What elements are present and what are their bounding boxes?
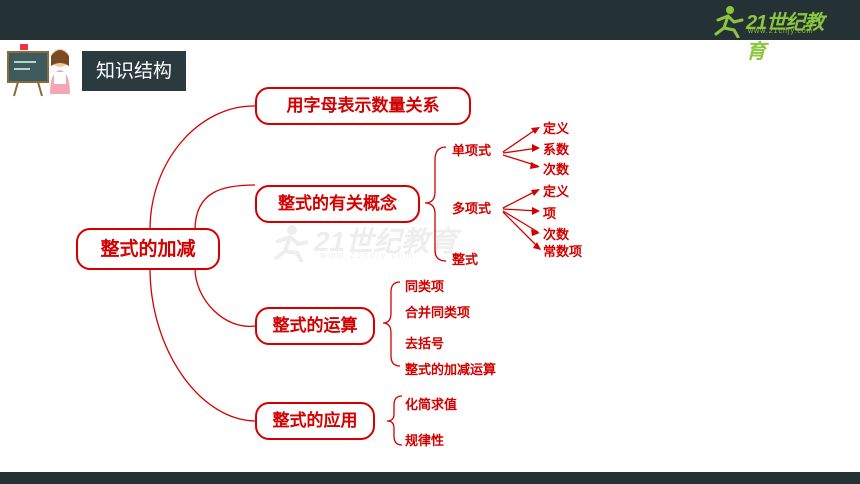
watermark-url: www.21cnjy.com xyxy=(320,250,415,260)
branch-node-representation: 用字母表示数量关系 xyxy=(255,87,471,125)
leaf-mono-coefficient: 系数 xyxy=(543,143,570,158)
leaf-combine-like-terms: 合并同类项 xyxy=(405,306,471,321)
logo-url: www.21cnjy.com xyxy=(748,28,814,35)
bottom-bar xyxy=(0,472,860,484)
sub-label-monomial: 单项式 xyxy=(452,144,492,159)
leaf-like-terms: 同类项 xyxy=(405,280,445,295)
root-node: 整式的加减 xyxy=(76,228,220,270)
connector-root-to-branch-1 xyxy=(149,105,256,231)
branch-node-concepts: 整式的有关概念 xyxy=(255,185,420,223)
leaf-simplify-evaluate: 化简求值 xyxy=(405,398,458,413)
brace-application xyxy=(386,395,403,446)
teacher-illustration xyxy=(6,42,78,98)
section-title: 知识结构 xyxy=(82,51,186,91)
arrow-mono-def xyxy=(502,127,539,153)
branch-node-application: 整式的应用 xyxy=(255,402,375,440)
brace-concepts xyxy=(424,146,447,262)
arrowheads xyxy=(530,127,541,250)
watermark: 21世纪教育 www.21cnjy.com xyxy=(270,222,510,263)
arrow-poly-const xyxy=(502,211,541,250)
sub-label-polynomial: 多项式 xyxy=(452,202,492,217)
leaf-patterns: 规律性 xyxy=(405,434,445,449)
leaf-add-subtract-ops: 整式的加减运算 xyxy=(405,363,497,378)
arrow-poly-def xyxy=(502,189,539,209)
leaf-remove-brackets: 去括号 xyxy=(405,337,445,352)
connector-root-to-branch-2 xyxy=(194,184,256,231)
watermark-runner-icon xyxy=(273,225,309,263)
leaf-poly-term: 项 xyxy=(543,207,557,222)
leaf-mono-definition: 定义 xyxy=(543,122,570,137)
brand-logo: 21世纪教育 www.21cnjy.com xyxy=(712,4,842,63)
leaf-mono-degree: 次数 xyxy=(543,163,570,178)
brace-operations xyxy=(382,281,401,367)
leaf-poly-definition: 定义 xyxy=(543,185,570,200)
arrow-poly-deg xyxy=(502,210,539,233)
connector-root-to-branch-3 xyxy=(194,267,256,327)
sub-label-polynomial-expression: 整式 xyxy=(452,253,479,268)
branch-node-operations: 整式的运算 xyxy=(255,307,375,345)
watermark-text: 21世纪教育 xyxy=(314,226,458,257)
leaf-poly-constant: 常数项 xyxy=(543,245,583,260)
connector-root-to-branch-4 xyxy=(149,267,256,422)
leaf-poly-degree: 次数 xyxy=(543,228,570,243)
runner-icon xyxy=(714,6,744,39)
logo-text: 21世纪教育 xyxy=(746,12,824,63)
